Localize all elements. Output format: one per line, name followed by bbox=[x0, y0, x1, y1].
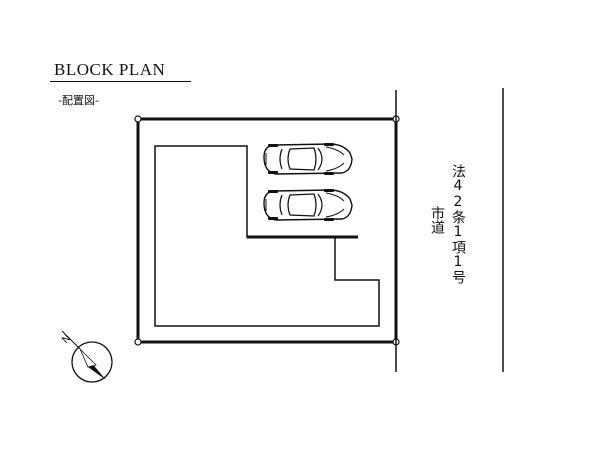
plan-title: BLOCK PLAN bbox=[54, 60, 166, 79]
road-type-label: 市道 bbox=[429, 206, 445, 234]
car-icon bbox=[263, 142, 353, 176]
boundary-marker bbox=[134, 338, 142, 346]
boundary-marker bbox=[134, 115, 142, 123]
north-arrow-icon bbox=[61, 330, 113, 383]
road-classification-label: 法42条1項1号 bbox=[450, 164, 466, 284]
plan-subtitle: -配置図- bbox=[58, 94, 99, 107]
car-icon bbox=[263, 188, 353, 222]
title-underline bbox=[50, 81, 191, 82]
building-footprint bbox=[154, 145, 380, 327]
